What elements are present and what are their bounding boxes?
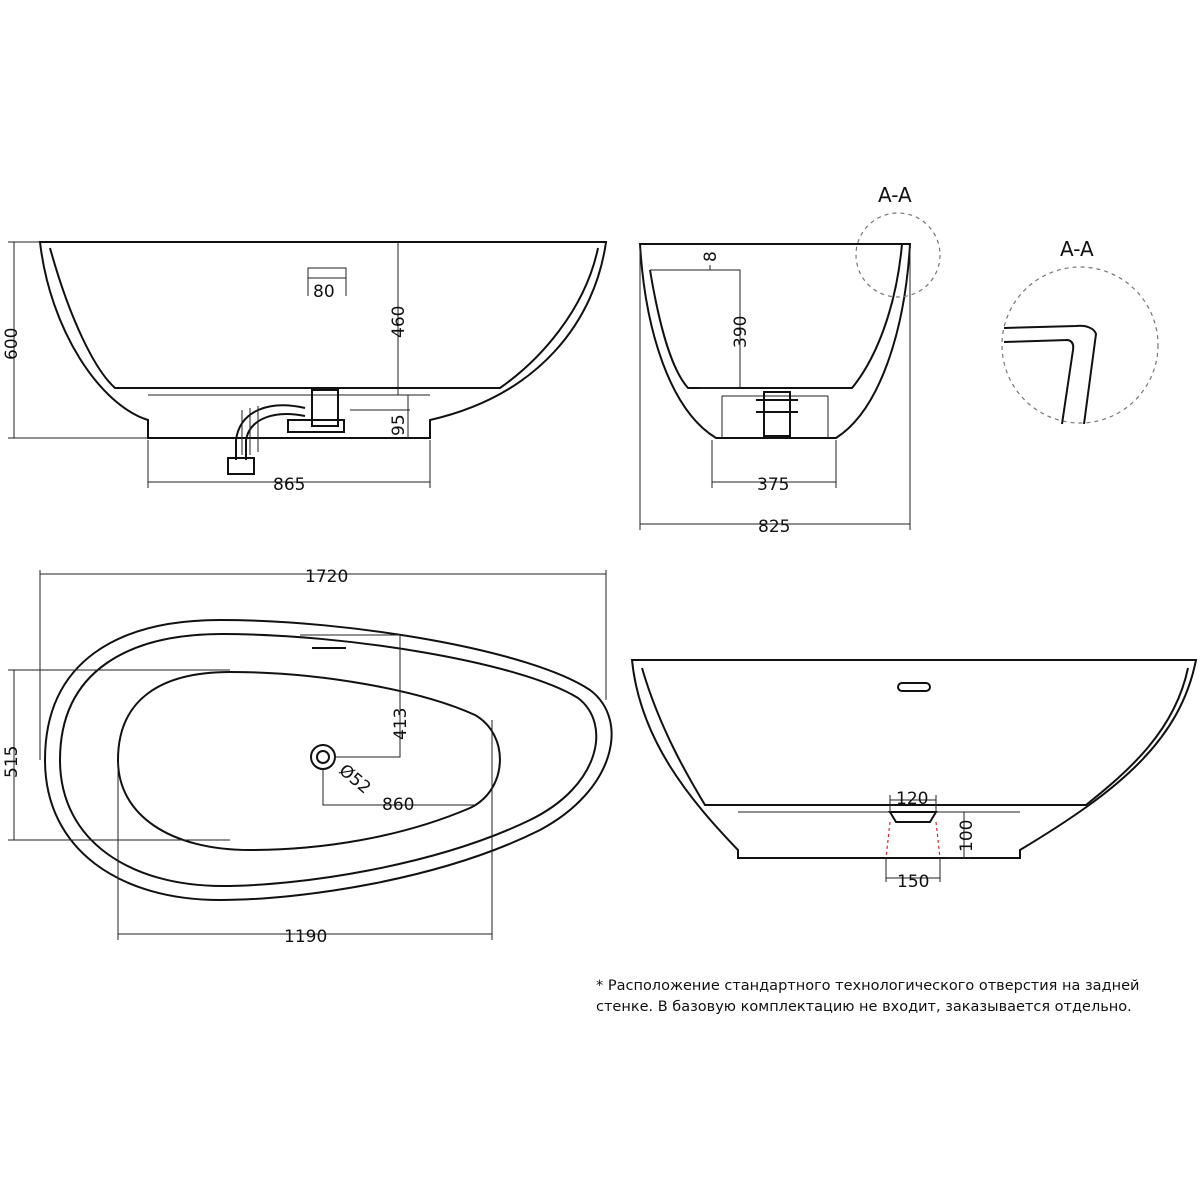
label-front-plinth-width: 865 <box>273 475 305 495</box>
label-plan-drain-x: 860 <box>382 795 414 815</box>
dim-side-depth <box>700 269 741 389</box>
footnote: * Расположение стандартного технологичес… <box>596 976 1176 1018</box>
dim-back-hole-top <box>889 795 937 812</box>
front-tub-inner-shell <box>49 247 599 389</box>
footnote-line-2: стенке. В базовую комплектацию не входит… <box>596 999 1132 1015</box>
label-side-plinth: 375 <box>757 475 789 495</box>
label-back-hole-height: 100 <box>957 820 977 852</box>
side-view <box>638 212 941 530</box>
dim-back-hole-height <box>945 811 970 859</box>
plan-inner-rim <box>58 632 598 888</box>
dim-plan-drain-y <box>300 634 401 758</box>
section-label-main: A-A <box>878 183 912 207</box>
label-side-width: 825 <box>758 517 790 537</box>
dim-back-hole-bottom <box>885 858 941 882</box>
label-front-depth: 460 <box>389 306 409 338</box>
section-label-detail: A-A <box>1060 237 1094 261</box>
label-front-height: 600 <box>2 328 22 360</box>
footnote-line-1: * Расположение стандартного технологичес… <box>596 978 1140 994</box>
dim-plan-width <box>8 669 230 841</box>
label-plan-width: 515 <box>2 746 22 778</box>
back-overflow <box>897 682 931 692</box>
dim-side-width <box>639 248 911 530</box>
label-plan-drain-y: 413 <box>391 708 411 740</box>
front-view <box>8 241 608 488</box>
dim-front-height <box>8 241 148 439</box>
plan-drain <box>310 744 336 770</box>
dim-front-plinth-height <box>350 395 410 438</box>
plan-basin <box>116 670 501 852</box>
label-plan-length: 1720 <box>305 567 348 587</box>
back-tub-inner-shell <box>641 667 1189 806</box>
overflow-outlet <box>307 267 347 279</box>
front-tub-outline <box>38 241 608 439</box>
label-front-overflow: 80 <box>313 282 335 302</box>
side-tub-inner-shell <box>649 243 903 389</box>
plan-view <box>8 570 613 940</box>
dim-front-plinth-width <box>147 440 431 488</box>
dim-side-plinth <box>711 440 837 488</box>
back-tub-outline <box>630 659 1198 859</box>
back-view <box>630 659 1198 882</box>
dim-plan-drain-x <box>322 769 475 806</box>
section-detail-marker <box>855 212 941 298</box>
dim-plan-length <box>39 570 607 760</box>
service-hole <box>885 811 941 859</box>
side-drain <box>756 391 798 437</box>
label-side-rim: 8 <box>701 251 721 262</box>
siphon-assembly <box>227 389 345 475</box>
label-side-depth: 390 <box>731 316 751 348</box>
side-tub-outline <box>638 243 912 439</box>
label-front-plinth-height: 95 <box>389 414 409 436</box>
label-back-hole-bottom: 150 <box>897 872 929 892</box>
label-plan-inner-length: 1190 <box>284 927 327 947</box>
label-plan-drain-diameter: Ø52 <box>335 761 375 799</box>
plan-outer-rim <box>43 618 613 902</box>
dim-plan-inner-length <box>117 720 493 940</box>
label-back-hole-top: 120 <box>896 789 928 809</box>
section-detail <box>1001 266 1159 425</box>
